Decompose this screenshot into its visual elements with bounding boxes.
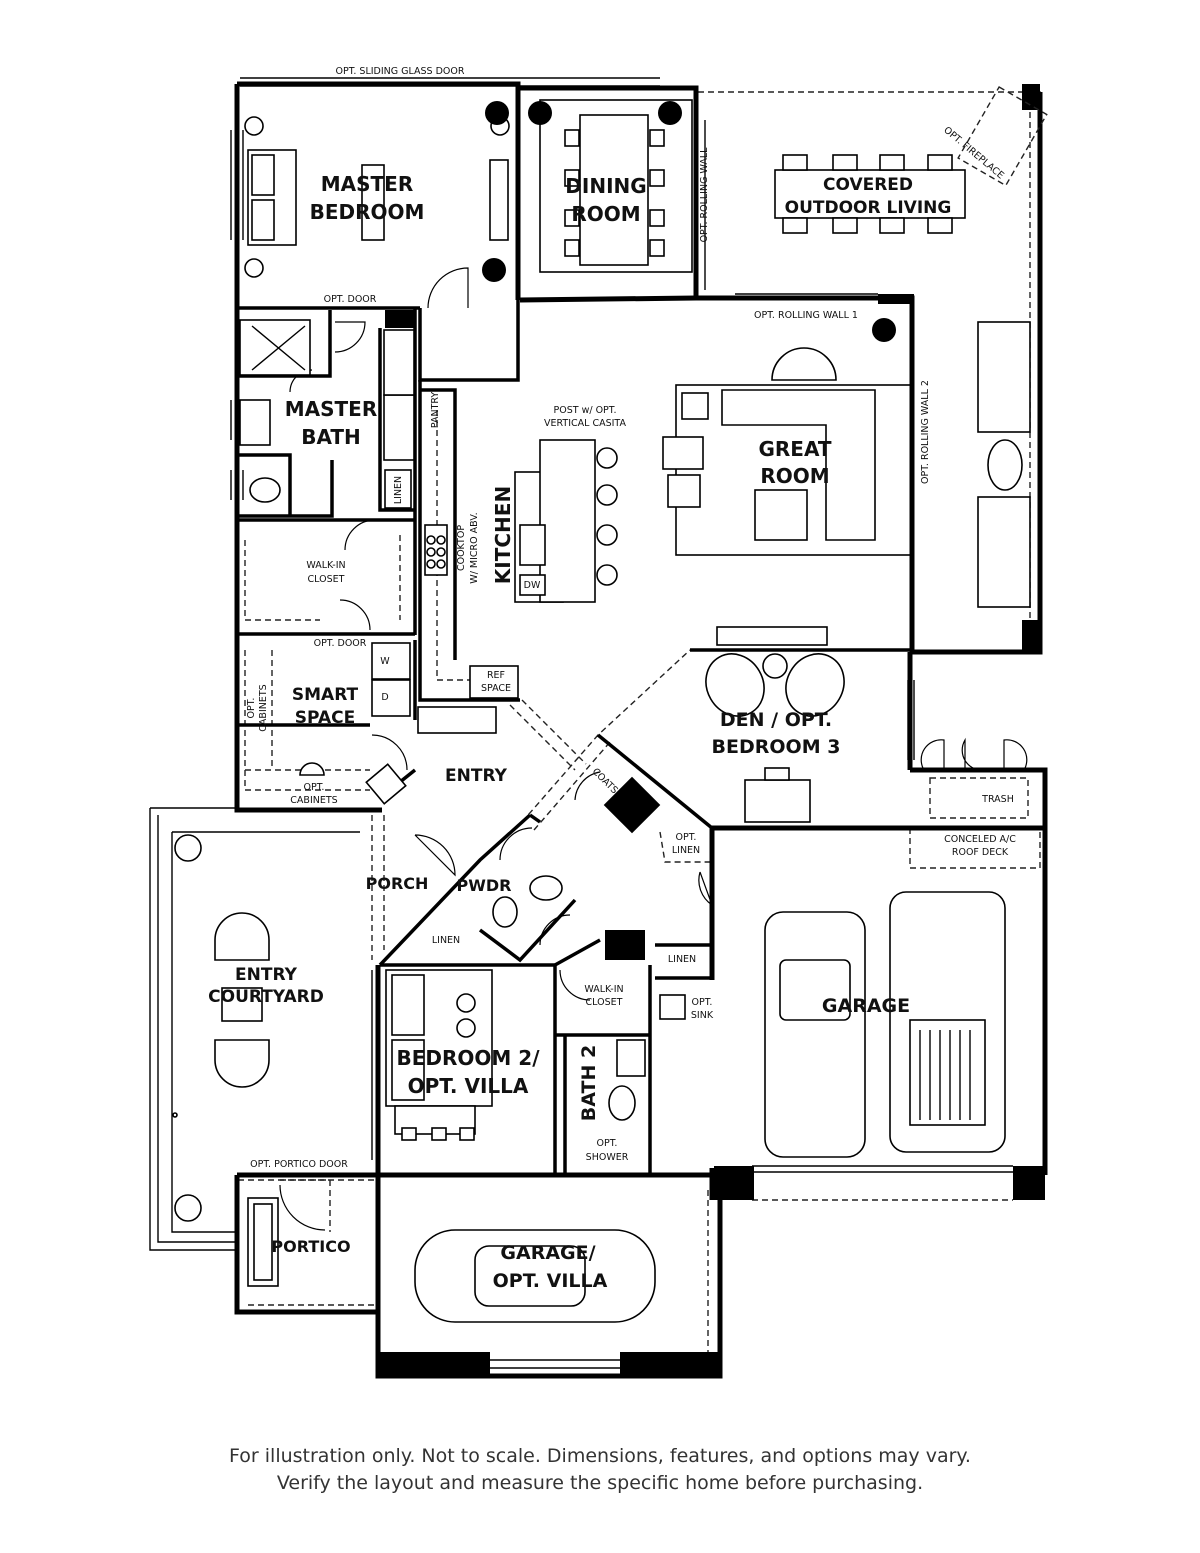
opt-door-smart-label: OPT. DOOR: [314, 638, 367, 649]
columns: [378, 84, 1045, 1376]
dining-room-label-2: ROOM: [571, 202, 640, 226]
smart-space-label-1: SMART: [292, 685, 359, 705]
portico-label: PORTICO: [271, 1237, 350, 1256]
cooktop-label-2: W/ MICRO ABV.: [469, 512, 480, 583]
conceled-ac-label-2: ROOF DECK: [952, 847, 1009, 858]
covered-outdoor-label-1: COVERED: [823, 175, 913, 195]
walk-in-closet-label-1: WALK-IN: [306, 560, 345, 571]
master-bedroom-label-2: BEDROOM: [310, 200, 425, 224]
entry-courtyard-label-1: ENTRY: [235, 965, 298, 985]
master-bedroom-label-1: MASTER: [321, 172, 414, 196]
pantry-label: PANTRY: [430, 392, 441, 429]
walk-in-closet2-label-1: WALK-IN: [584, 984, 623, 995]
garage-villa-label-1: GARAGE/: [500, 1242, 595, 1264]
bedroom2-label-1: BEDROOM 2/: [397, 1046, 541, 1070]
disclaimer-line-2: Verify the layout and measure the specif…: [276, 1472, 924, 1494]
opt-cabinets-side-label-1: OPT.: [246, 698, 257, 719]
den-label-1: DEN / OPT.: [720, 709, 832, 731]
linen-pwdr-label: LINEN: [432, 935, 460, 946]
opt-linen-label-2: LINEN: [672, 845, 700, 856]
outdoor-outlines: [149, 77, 1041, 1376]
furniture: [172, 86, 1048, 1323]
opt-cabinets-bottom-label-2: CABINETS: [290, 795, 337, 806]
ref-space-label-1: REF: [487, 670, 505, 681]
bedroom2-label-2: OPT. VILLA: [408, 1074, 529, 1098]
opt-cabinets-bottom-label-1: OPT.: [304, 782, 325, 793]
porch-label: PORCH: [366, 874, 429, 893]
great-room-label-2: ROOM: [760, 464, 829, 488]
opt-rolling-wall-2-label: OPT. ROLLING WALL 2: [920, 380, 931, 484]
opt-shower-label-2: SHOWER: [586, 1152, 629, 1163]
den-label-2: BEDROOM 3: [712, 736, 841, 758]
disclaimer-line-1: For illustration only. Not to scale. Dim…: [229, 1445, 971, 1467]
post-casita-label-2: VERTICAL CASITA: [544, 418, 626, 429]
conceled-ac-label-1: CONCELED A/C: [944, 834, 1016, 845]
exterior-walls: [234, 81, 1048, 1379]
opt-shower-label-1: OPT.: [597, 1138, 618, 1149]
doors: [279, 267, 1028, 1231]
opt-sink-label-1: OPT.: [692, 997, 713, 1008]
dining-room-label-1: DINING: [565, 174, 646, 198]
master-bath-label-2: BATH: [301, 425, 361, 449]
cooktop-label-1: COOKTOP: [456, 525, 467, 571]
opt-portico-door-label: OPT. PORTICO DOOR: [250, 1159, 348, 1170]
floor-plan: MASTER BEDROOM DINING ROOM COVERED OUTDO…: [149, 66, 1048, 1379]
opt-cabinets-side-label-2: CABINETS: [258, 684, 269, 731]
trash-label: TRASH: [981, 794, 1014, 805]
opt-rolling-wall-1-label: OPT. ROLLING WALL 1: [754, 310, 858, 321]
entry-label: ENTRY: [445, 766, 508, 786]
entry-courtyard-label-2: COURTYARD: [208, 987, 324, 1007]
great-room-label-1: GREAT: [758, 437, 831, 461]
dryer-label: D: [381, 692, 388, 703]
washer-label: W: [380, 656, 390, 667]
opt-sink-label-2: SINK: [691, 1010, 714, 1021]
kitchen-label: KITCHEN: [491, 486, 515, 584]
ref-space-label-2: SPACE: [481, 683, 511, 694]
post-casita-label-1: POST w/ OPT.: [554, 405, 617, 416]
opt-linen-label-1: OPT.: [676, 832, 697, 843]
opt-rolling-wall-label: OPT. ROLLING WALL: [699, 147, 710, 243]
covered-outdoor-label-2: OUTDOOR LIVING: [785, 198, 952, 218]
room-labels: MASTER BEDROOM DINING ROOM COVERED OUTDO…: [208, 172, 951, 1292]
coats-label: COATS: [590, 766, 620, 796]
opt-door-master-label: OPT. DOOR: [324, 294, 377, 305]
smart-space-label-2: SPACE: [295, 708, 355, 728]
linen-hall-label: LINEN: [668, 954, 696, 965]
windows: [230, 120, 915, 1369]
walk-in-closet-label-2: CLOSET: [308, 574, 345, 585]
pwdr-label: PWDR: [457, 876, 512, 895]
master-bath-label-1: MASTER: [285, 397, 378, 421]
opt-sliding-glass-door-label: OPT. SLIDING GLASS DOOR: [336, 66, 465, 77]
bath2-label: BATH 2: [578, 1045, 600, 1121]
interior-walls: [235, 300, 910, 1177]
walk-in-closet2-label-2: CLOSET: [586, 997, 623, 1008]
garage-villa-label-2: OPT. VILLA: [493, 1270, 608, 1292]
dw-label: DW: [524, 580, 541, 591]
garage-label: GARAGE: [822, 995, 910, 1017]
linen-bath-label: LINEN: [393, 476, 404, 504]
